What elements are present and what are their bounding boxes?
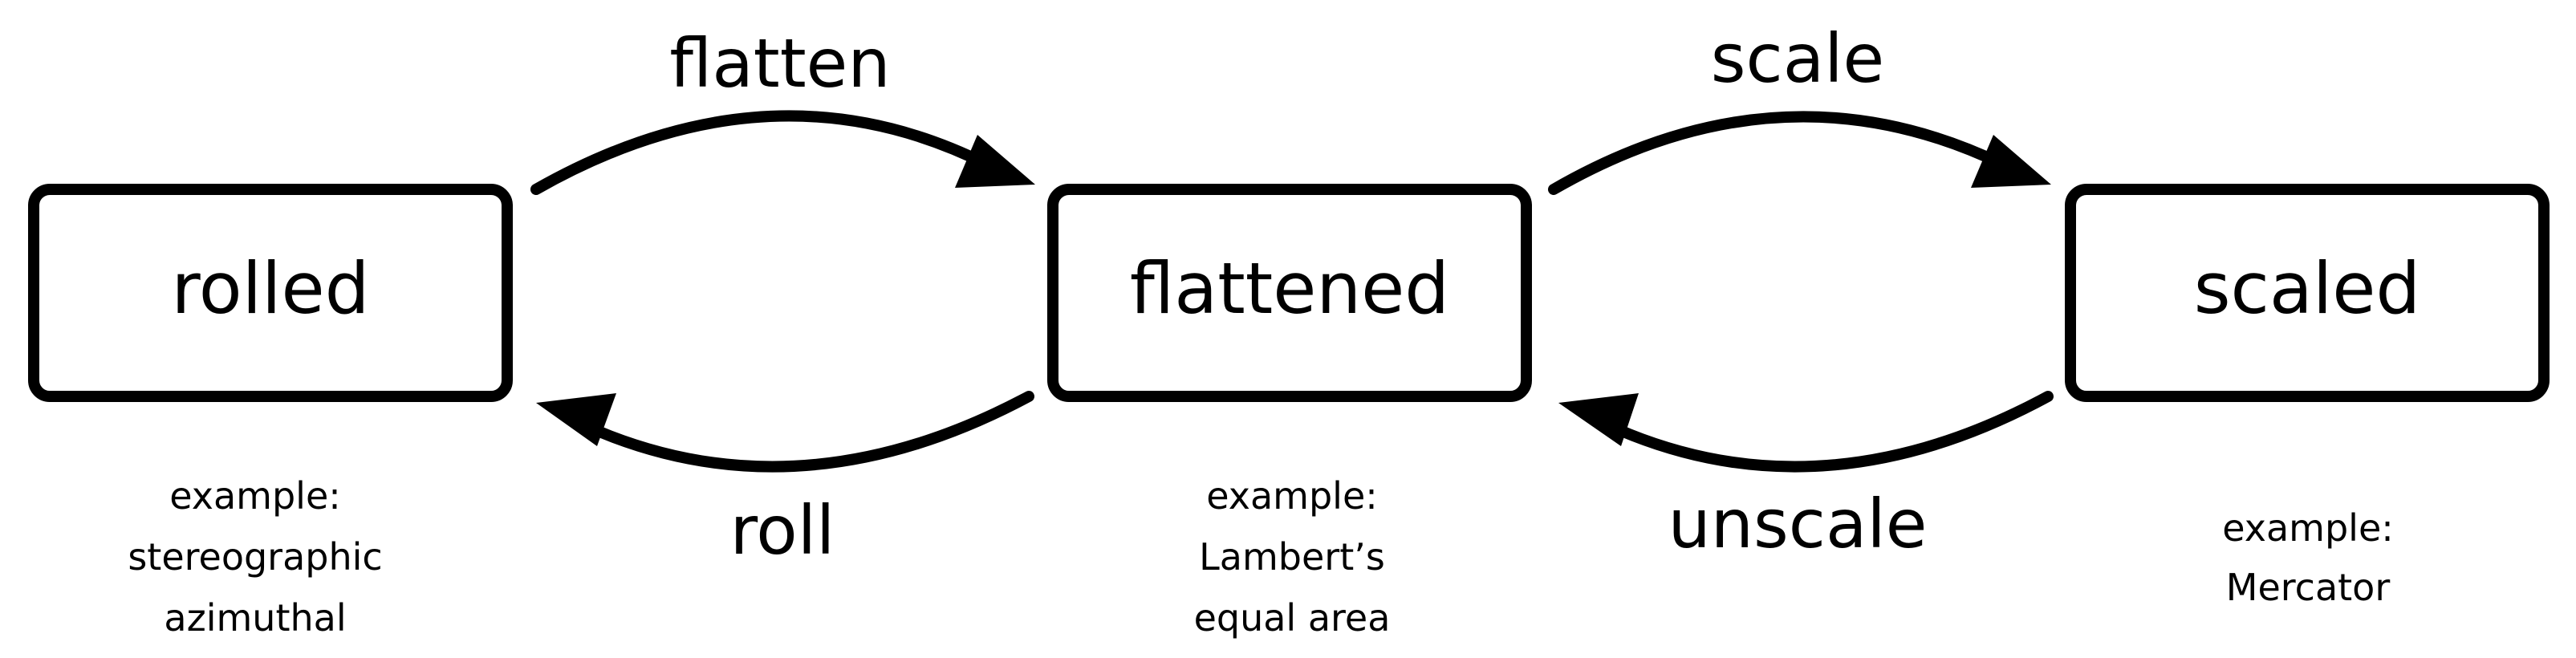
example-scaled-line: Mercator	[2226, 566, 2391, 609]
example-scaled-line: example:	[2222, 506, 2394, 550]
example-flattened-line: Lambert’s	[1199, 535, 1385, 579]
node-scaled-label: scaled	[2194, 247, 2421, 330]
roll-arc	[575, 391, 1034, 473]
example-rolled: example: stereographic azimuthal	[128, 474, 382, 640]
example-flattened-line: equal area	[1194, 596, 1391, 640]
example-flattened-line: example:	[1206, 474, 1378, 518]
node-flattened: flattened	[1047, 184, 1532, 402]
example-rolled-line: example:	[169, 474, 341, 518]
flatten-arc	[530, 110, 993, 195]
unscale-arc	[1599, 391, 2054, 473]
edge-roll: roll	[536, 391, 1034, 570]
example-scaled: example: Mercator	[2222, 506, 2394, 609]
edge-unscale: unscale	[1558, 391, 2054, 563]
node-flattened-label: flattened	[1130, 247, 1449, 330]
flatten-label: flatten	[669, 24, 890, 103]
node-scaled: scaled	[2065, 184, 2550, 402]
unscale-arrowhead-icon	[1558, 393, 1639, 446]
node-rolled: rolled	[28, 184, 513, 402]
node-rolled-box	[28, 184, 513, 402]
example-rolled-line: azimuthal	[164, 596, 346, 640]
flatten-arrowhead-icon	[955, 135, 1035, 188]
example-rolled-line: stereographic	[128, 535, 382, 579]
scale-arc	[1548, 111, 2009, 195]
roll-label: roll	[730, 491, 835, 570]
example-flattened: example: Lambert’s equal area	[1194, 474, 1391, 640]
scale-label: scale	[1711, 19, 1884, 98]
node-scaled-box	[2065, 184, 2550, 402]
edge-scale: scale	[1548, 19, 2051, 195]
roll-arrowhead-icon	[536, 393, 616, 446]
scale-arrowhead-icon	[1971, 135, 2051, 188]
node-rolled-label: rolled	[172, 247, 370, 330]
node-flattened-box	[1047, 184, 1532, 402]
edge-flatten: flatten	[530, 24, 1035, 195]
unscale-label: unscale	[1668, 485, 1928, 563]
